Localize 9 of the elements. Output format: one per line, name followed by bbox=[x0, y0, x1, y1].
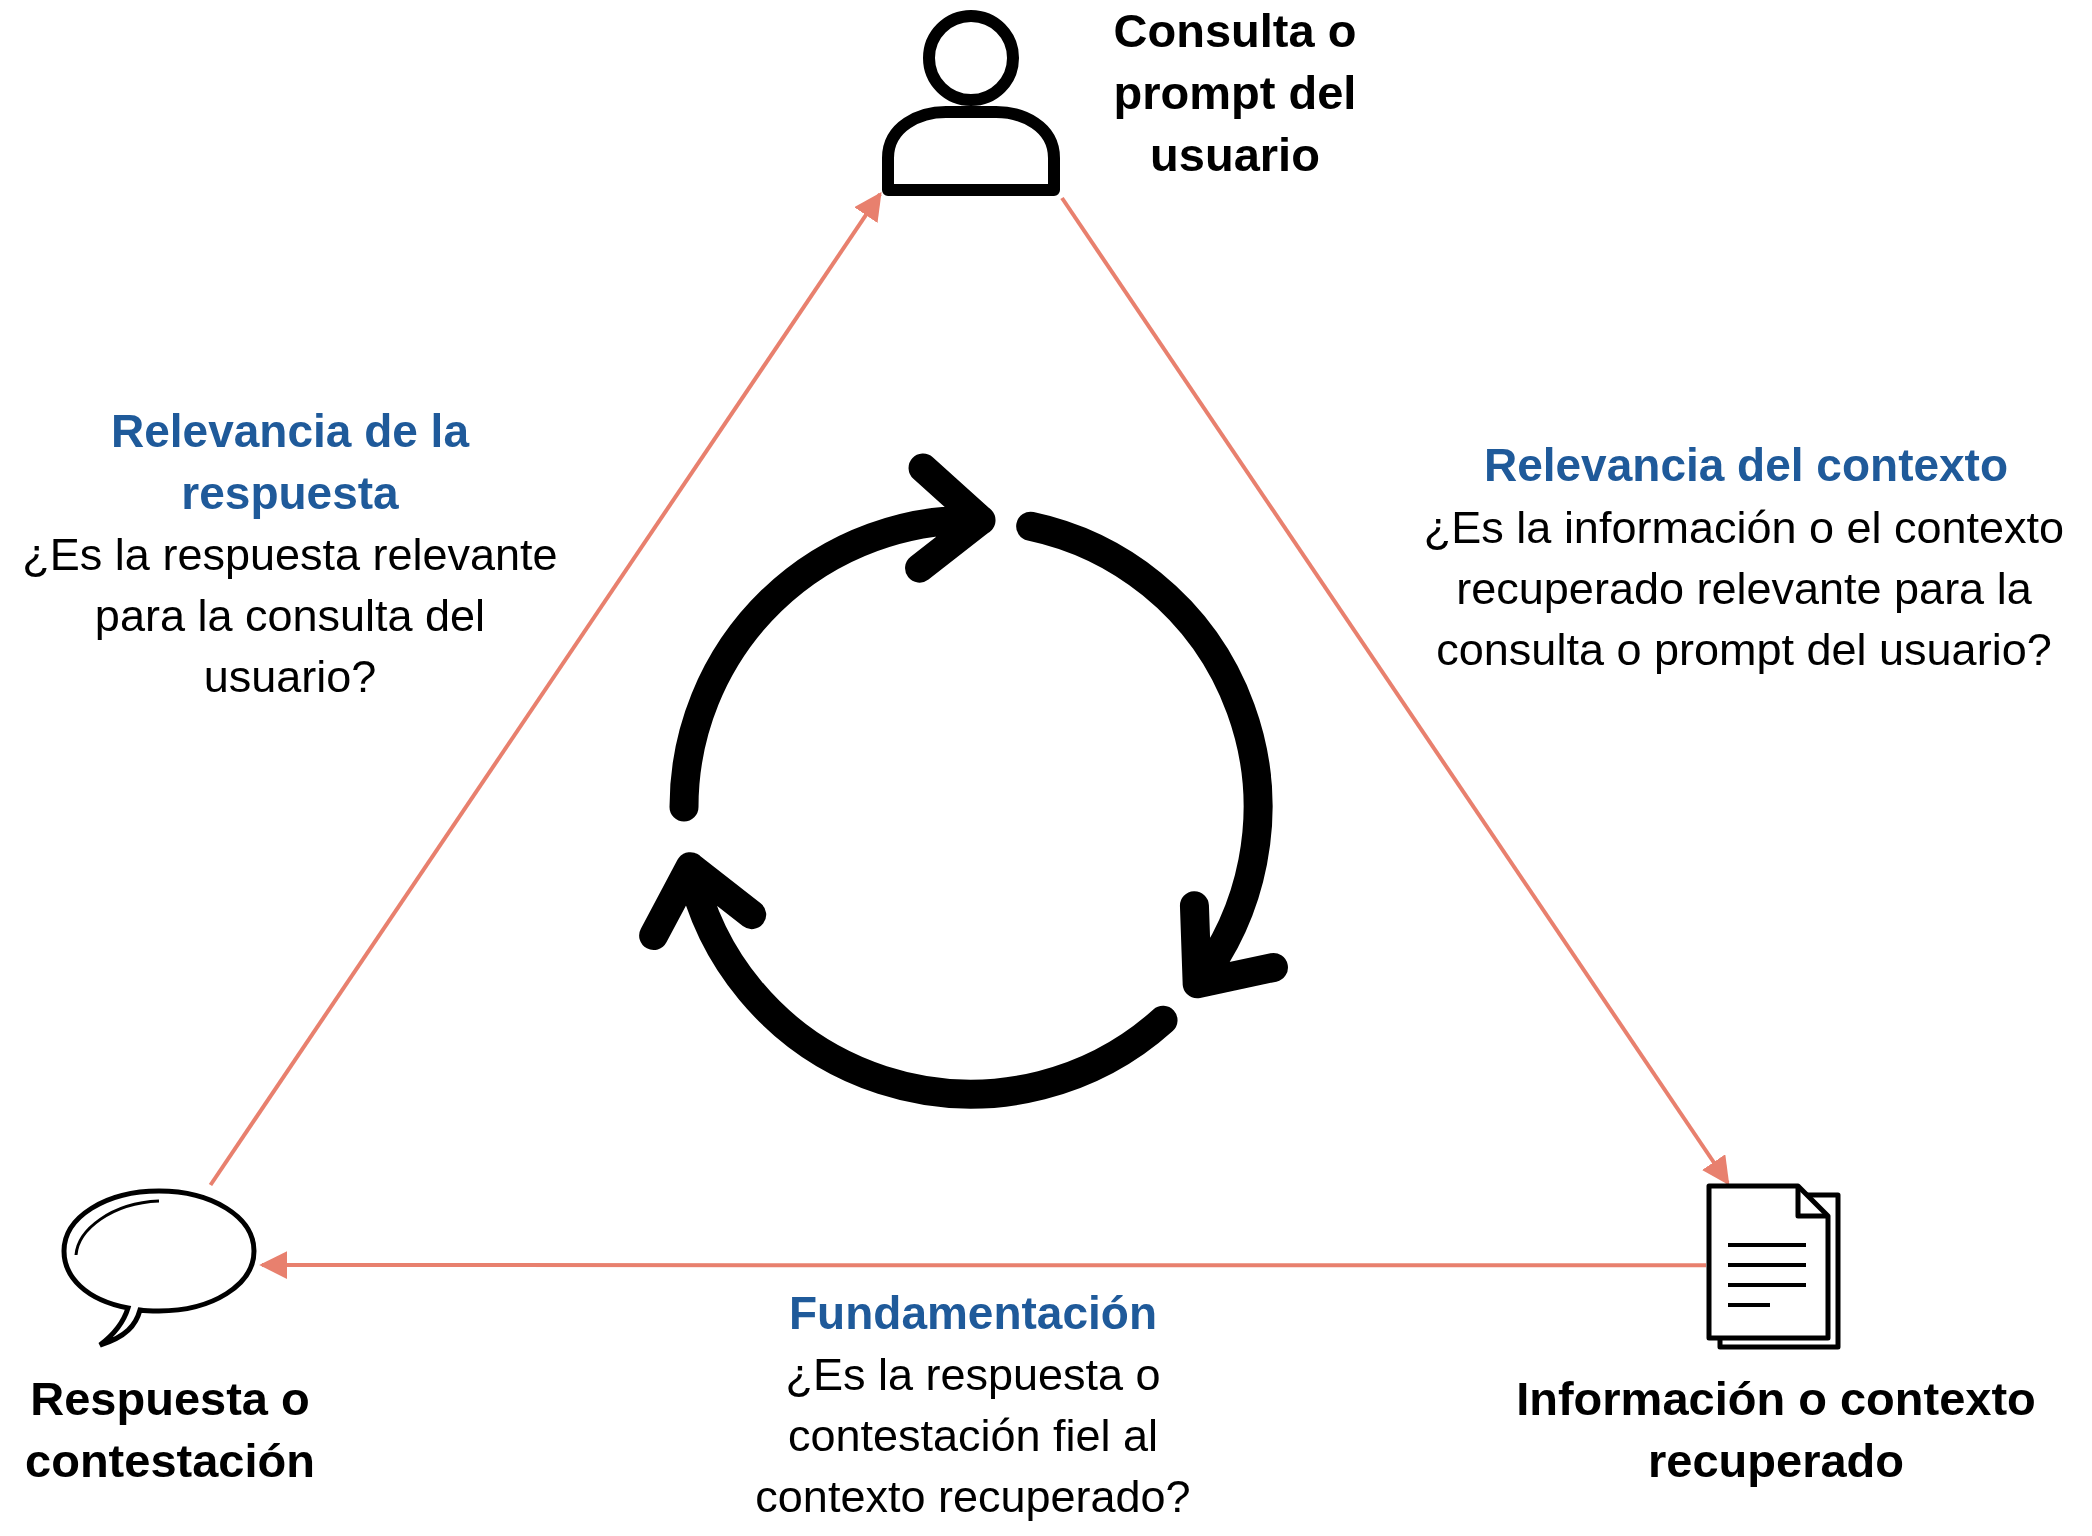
arrow bbox=[259, 1251, 1706, 1280]
node-label: Consulta o prompt del usuario bbox=[1112, 3, 1358, 183]
node-label: Información o contexto recuperado bbox=[1515, 1371, 2037, 1489]
question-text: ¿Es la información o el contexto recuperado relevante para la consulta o prompt del usuario? bbox=[1422, 501, 2066, 677]
node-label: Respuesta o contestación bbox=[24, 1371, 316, 1489]
question-text: ¿Es la respuesta o contestación fiel al contexto recuperado? bbox=[754, 1348, 1192, 1524]
question-text: ¿Es la respuesta relevante para la consulta del usuario? bbox=[21, 528, 559, 704]
arrow bbox=[208, 191, 882, 1187]
arrow bbox=[1060, 196, 1730, 1186]
